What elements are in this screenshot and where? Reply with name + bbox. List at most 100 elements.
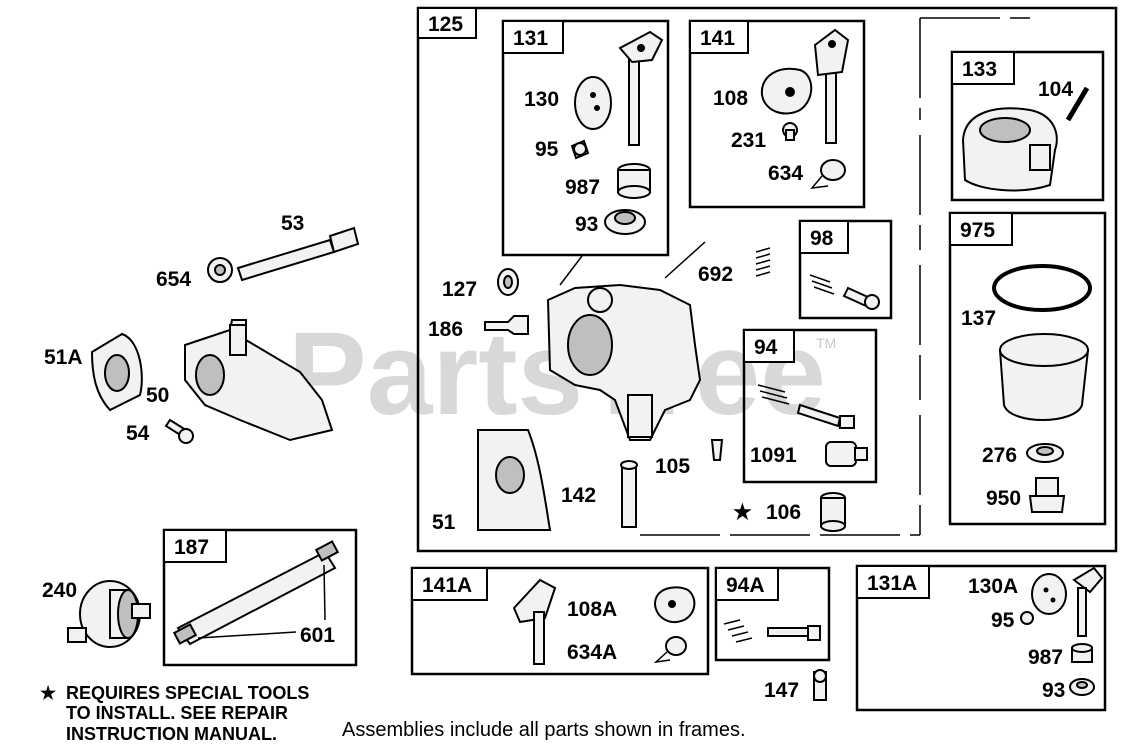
star-symbol: ★ (733, 501, 752, 524)
part-label-93: 93 (575, 213, 598, 236)
float-bowl-part (998, 333, 1090, 421)
carburetor-body-part (546, 283, 702, 441)
fuel-filter-240-part (67, 580, 151, 648)
part-label-692: 692 (698, 263, 733, 286)
frame-141 (688, 19, 866, 209)
choke-plate-part (760, 67, 813, 115)
gasket-137-part (992, 264, 1092, 312)
bushing-987-part (617, 163, 651, 199)
frame-141-label: 141 (700, 27, 735, 50)
spring-634-part (810, 159, 846, 189)
part-label-276: 276 (982, 444, 1017, 467)
screw-147-part (813, 669, 827, 701)
spring-692-part (755, 247, 771, 277)
frame-141A-label: 141A (422, 574, 472, 597)
throttle-shaft-part (618, 30, 664, 146)
part-label-950: 950 (986, 487, 1021, 510)
frame-133-tag (951, 51, 1015, 85)
frame-187 (162, 528, 358, 667)
part-label-53: 53 (281, 212, 304, 235)
gasket-51-part (477, 429, 552, 531)
note-line-1: REQUIRES SPECIAL TOOLS (66, 683, 309, 703)
leader-601 (197, 564, 326, 639)
frame-141A-tag (411, 567, 488, 601)
intake-tube-53-part (236, 226, 360, 282)
throttle-plate-130A-part (1031, 573, 1067, 615)
part-label-634A: 634A (567, 641, 617, 664)
watermark-tm: TM (816, 335, 836, 351)
frame-141-tag (689, 20, 749, 54)
part-label-634: 634 (768, 162, 803, 185)
frame-94-tag (743, 329, 795, 363)
part-label-137: 137 (961, 307, 996, 330)
frame-98-tag (799, 220, 849, 254)
screw-54-part (164, 418, 194, 444)
part-label-104: 104 (1038, 78, 1073, 101)
frame-975-tag (949, 212, 1013, 246)
leader-131 (559, 255, 583, 286)
float-133-part (961, 107, 1058, 192)
part-label-106: 106 (766, 501, 801, 524)
part-label-654: 654 (156, 268, 191, 291)
mixture-screw-part (796, 403, 855, 429)
part-label-95b: 95 (991, 609, 1015, 632)
part-label-51A: 51A (44, 346, 83, 369)
frame-131A-tag (856, 565, 930, 599)
frame-125-label: 125 (428, 13, 463, 36)
gasket-51A-part (90, 332, 143, 412)
part-label-95: 95 (535, 138, 559, 161)
part-label-108: 108 (713, 87, 748, 110)
screw-231-part (782, 122, 798, 141)
frame-94A-label: 94A (726, 574, 765, 597)
note-line-2: TO INSTALL. SEE REPAIR (66, 703, 288, 723)
part-label-108A: 108A (567, 598, 617, 621)
seal-93b-part (1069, 678, 1095, 696)
frame-187-tag (163, 529, 227, 563)
frame-141A (410, 566, 710, 676)
part-label-231: 231 (731, 129, 766, 152)
frame-94 (742, 328, 878, 484)
frame-125-tag (417, 7, 477, 39)
part-label-127: 127 (442, 278, 477, 301)
fitting-186-part (484, 315, 529, 335)
bowl-nut-950-part (1028, 477, 1066, 513)
part-label-1091: 1091 (750, 444, 797, 467)
washer-276-part (1026, 443, 1064, 463)
frame-975-label: 975 (960, 219, 995, 242)
nut-654-part (207, 257, 233, 283)
needle-105-part (710, 439, 724, 461)
part-label-54: 54 (126, 422, 150, 445)
solenoid-1091-part (825, 441, 868, 467)
screw-94A-part (767, 625, 821, 641)
pin-104-part (1065, 86, 1090, 122)
screw-95-part (570, 139, 590, 160)
spring-94-part (757, 384, 790, 405)
part-label-987: 987 (565, 176, 600, 199)
part-label-240: 240 (42, 579, 77, 602)
frame-131-label: 131 (513, 27, 548, 50)
throttle-shaft-131A-part (1072, 566, 1104, 637)
divider-line (640, 17, 1030, 536)
part-label-147: 147 (764, 679, 799, 702)
frame-133-label: 133 (962, 58, 997, 81)
note-line-3: INSTRUCTION MANUAL. (66, 724, 277, 744)
frame-125 (416, 6, 1118, 553)
caption: Assemblies include all parts shown in fr… (342, 719, 746, 741)
intake-elbow-50-part (184, 319, 334, 442)
frame-133 (950, 50, 1105, 202)
frame-131A-label: 131A (867, 572, 917, 595)
frame-131-tag (502, 20, 564, 54)
screw-98-part (842, 286, 880, 310)
part-label-601: 601 (300, 624, 335, 647)
choke-plate-108A-part (653, 586, 696, 623)
frame-131 (501, 19, 670, 257)
seal-93-part (604, 209, 646, 235)
part-label-51: 51 (432, 511, 456, 534)
frame-94-label: 94 (754, 336, 778, 359)
part-label-186: 186 (428, 318, 463, 341)
frame-131A (855, 564, 1107, 712)
frame-187-label: 187 (174, 536, 209, 559)
choke-shaft-part (813, 28, 850, 144)
choke-shaft-141A-part (512, 578, 557, 665)
